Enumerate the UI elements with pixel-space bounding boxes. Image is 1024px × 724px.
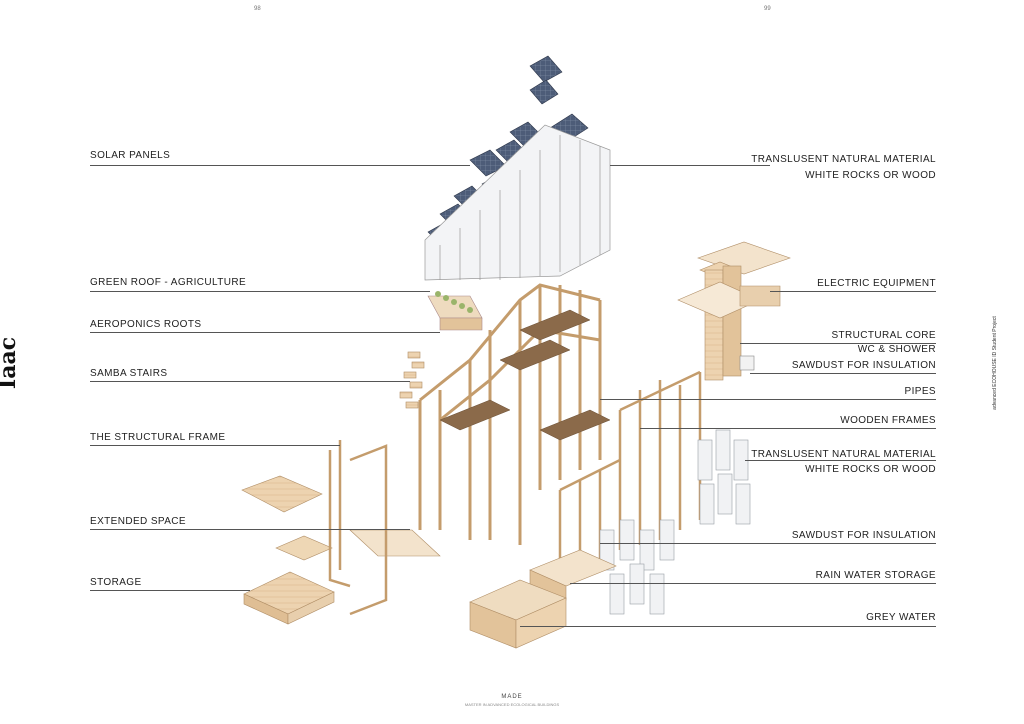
label-white-rocks-bottom: WHITE ROCKS OR WOOD (805, 464, 936, 475)
leader-structural-core (740, 343, 936, 344)
extended-platform (241, 475, 441, 557)
label-wooden-frames: WOODEN FRAMES (840, 415, 936, 426)
iaac-logo: Iaac (0, 320, 40, 410)
leader-aeroponics (90, 332, 440, 333)
leader-translucent-top (610, 165, 770, 166)
leader-storage (90, 590, 250, 591)
label-structural-core: STRUCTURAL CORE (831, 330, 936, 341)
translucent-panels (599, 429, 751, 615)
leader-rain-water (570, 583, 936, 584)
translucent-roof-shell (424, 124, 611, 281)
side-caption: advanced ECOHOUSE ID Student Project (992, 316, 999, 410)
page-number-right: 99 (764, 6, 771, 12)
label-grey-water: GREY WATER (866, 612, 936, 623)
label-wc-shower: WC & SHOWER (857, 344, 936, 355)
door-frames (328, 440, 388, 616)
storage-boxes (243, 535, 335, 625)
label-pipes: PIPES (904, 386, 936, 397)
structural-core (677, 241, 791, 381)
leader-structural-frame (90, 445, 340, 446)
label-green-roof: GREEN ROOF - AGRICULTURE (90, 277, 247, 288)
footer-title: MADE (501, 694, 523, 700)
green-roof-box (427, 291, 483, 331)
page-number-left: 98 (254, 6, 261, 12)
label-solar-panels: SOLAR PANELS (90, 150, 171, 161)
water-tanks (469, 549, 617, 649)
leader-electric-equipment (770, 291, 936, 292)
label-translucent-material-bottom: TRANSLUSENT NATURAL MATERIAL (751, 449, 936, 460)
leader-sawdust-top (750, 373, 936, 374)
leader-wooden-frames (640, 428, 936, 429)
leader-extended-space (90, 529, 410, 530)
label-structural-frame: THE STRUCTURAL FRAME (90, 432, 226, 443)
leader-solar-panels (90, 165, 470, 166)
label-sawdust-bottom: SAWDUST FOR INSULATION (791, 530, 936, 541)
label-white-rocks-top: WHITE ROCKS OR WOOD (805, 170, 936, 181)
samba-stairs (399, 351, 425, 409)
leader-translucent-bottom (745, 460, 936, 461)
label-translucent-material-top: TRANSLUSENT NATURAL MATERIAL (751, 154, 936, 165)
label-sawdust-top: SAWDUST FOR INSULATION (791, 360, 936, 371)
planter-boxes (439, 309, 611, 441)
label-extended-space: EXTENDED SPACE (90, 516, 186, 527)
label-aeroponics-roots: AEROPONICS ROOTS (90, 319, 202, 330)
leader-pipes (600, 399, 936, 400)
label-rain-water-storage: RAIN WATER STORAGE (815, 570, 936, 581)
leader-sawdust-bottom (600, 543, 936, 544)
leader-grey-water (520, 626, 936, 627)
leader-green-roof (90, 291, 430, 292)
logo-text: Iaac (0, 336, 22, 390)
footer-subtitle: MASTER IN ADVANCED ECOLOGICAL BUILDINGS (464, 702, 560, 707)
label-samba-stairs: SAMBA STAIRS (90, 368, 168, 379)
leader-samba-stairs (90, 381, 410, 382)
label-storage: STORAGE (90, 577, 142, 588)
label-electric-equipment: ELECTRIC EQUIPMENT (817, 278, 936, 289)
